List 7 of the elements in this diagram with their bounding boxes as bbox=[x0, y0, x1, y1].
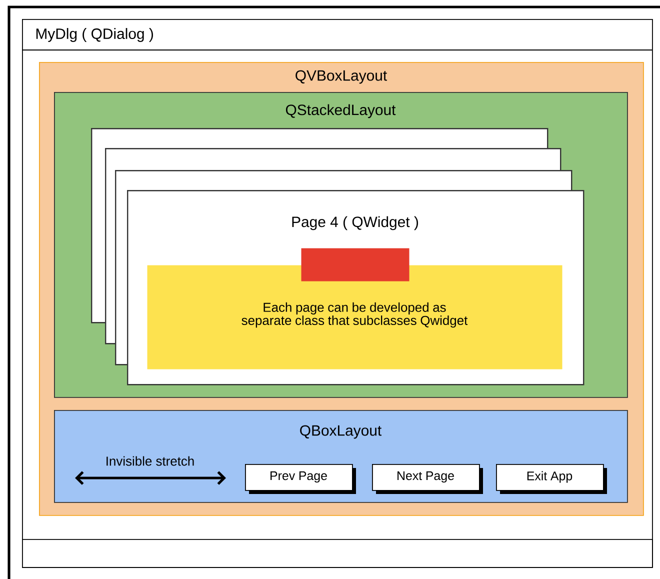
placeholder-bar bbox=[301, 248, 410, 282]
push-button: Next Page bbox=[372, 464, 483, 494]
status-strip bbox=[22, 539, 653, 568]
push-button: Prev Page bbox=[245, 464, 356, 494]
stretch-label: Invisible stretch bbox=[106, 456, 194, 466]
push-button: Exit App bbox=[496, 464, 607, 494]
note-box: Each page can be developed as separate class that subclasses Qwidget bbox=[147, 265, 562, 370]
